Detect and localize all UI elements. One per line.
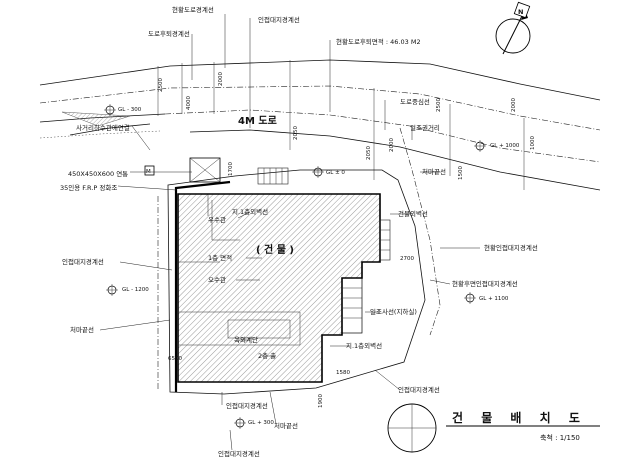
title-block: 건 물 배 치 도 축척 : 1/150 bbox=[387, 403, 600, 453]
building-footprint bbox=[174, 167, 391, 392]
label-interior-b: 2층 출 bbox=[258, 351, 276, 360]
gl-marker-bottom: GL + 300 bbox=[234, 417, 274, 429]
svg-text:2000: 2000 bbox=[511, 98, 517, 112]
svg-text:GL ± 0: GL ± 0 bbox=[326, 170, 345, 176]
label-road-setback-line: 도로후퇴경계선 bbox=[148, 29, 190, 38]
svg-text:2000: 2000 bbox=[218, 72, 224, 86]
label-road-width-dist: 일조권거리 bbox=[410, 123, 440, 132]
label-interior-d: 일조사선(지하실) bbox=[370, 307, 417, 316]
gl-marker-top-left: GL - 300 bbox=[104, 104, 142, 116]
road-dimensions: 2500 4000 2000 2050 2050 2000 2500 1500 … bbox=[158, 72, 536, 180]
annotations: 현황도로경계선 인접대지경계선 도로후퇴경계선 현황도로후퇴면적 : 46.03… bbox=[60, 5, 538, 458]
label-drain-a: 우수관 bbox=[208, 215, 226, 224]
svg-text:1500: 1500 bbox=[458, 166, 464, 180]
drawing-title: 건 물 배 치 도 bbox=[452, 410, 587, 425]
svg-text:2500: 2500 bbox=[436, 98, 442, 112]
label-setback-a: 지.1층외벽선 bbox=[232, 207, 268, 216]
building-dimensions: 1700 2700 6500 1580 1900 bbox=[168, 162, 414, 408]
svg-text:GL + 300: GL + 300 bbox=[248, 420, 274, 426]
label-interior-c: 옥외계단 bbox=[234, 335, 258, 344]
label-setback-area: 현황도로후퇴면적 : 46.03 M2 bbox=[336, 37, 421, 46]
svg-text:1000: 1000 bbox=[530, 136, 536, 150]
label-adj-land-boundary-bottom3: 인접대지경계선 bbox=[218, 449, 260, 458]
svg-text:GL - 1200: GL - 1200 bbox=[122, 287, 149, 293]
svg-text:GL - 300: GL - 300 bbox=[118, 107, 142, 113]
road-area bbox=[39, 59, 601, 191]
label-sewer-connection: 사거리하수관에연결 bbox=[76, 123, 130, 132]
label-eaves-line-top: 처마끝선 bbox=[422, 167, 446, 176]
svg-text:2050: 2050 bbox=[293, 126, 299, 140]
site-outline bbox=[157, 127, 441, 395]
road-dimension-ticks bbox=[157, 60, 525, 190]
svg-text:4000: 4000 bbox=[186, 96, 192, 110]
svg-text:2050: 2050 bbox=[366, 146, 372, 160]
marker-box bbox=[144, 165, 155, 176]
svg-text:2700: 2700 bbox=[400, 256, 414, 262]
gl-marker-center: GL ± 0 bbox=[312, 166, 345, 178]
label-adj-road-boundary: 현황도로경계선 bbox=[172, 5, 214, 14]
svg-text:2000: 2000 bbox=[389, 138, 395, 152]
label-water-meter: 450X450X600 연통 bbox=[68, 170, 128, 178]
north-arrow-icon: N bbox=[495, 1, 531, 55]
svg-text:2500: 2500 bbox=[158, 78, 164, 92]
label-eaves-line-left: 처마끝선 bbox=[70, 325, 94, 334]
road-name: 4M 도로 bbox=[238, 115, 277, 127]
drawing-scale: 축척 : 1/150 bbox=[540, 433, 580, 442]
label-adj-land-boundary-right2: 현황후면인접대지경계선 bbox=[452, 279, 518, 288]
gl-marker-left: GL - 1200 bbox=[106, 284, 149, 296]
label-adj-land-boundary-bottom2: 인접대지경계선 bbox=[226, 401, 268, 410]
label-interior-a: 1층 면적 bbox=[208, 253, 232, 262]
label-eaves-line-bottom: 처마끝선 bbox=[274, 421, 298, 430]
svg-text:1700: 1700 bbox=[228, 162, 234, 176]
label-frp-tank: 35인용 F.R.P 정화조 bbox=[60, 183, 117, 192]
building-label: ( 건 물 ) bbox=[256, 243, 294, 256]
label-adj-land-boundary-bottom: 인접대지경계선 bbox=[398, 385, 440, 394]
svg-text:GL + 1100: GL + 1100 bbox=[479, 296, 509, 302]
label-road-center-line: 도로중심선 bbox=[400, 97, 430, 106]
gl-marker-right: GL + 1100 bbox=[464, 292, 509, 304]
label-drain-b: 오수관 bbox=[208, 275, 226, 284]
label-adj-land-boundary-right1: 현황인접대지경계선 bbox=[484, 243, 538, 252]
svg-text:1580: 1580 bbox=[336, 370, 350, 376]
svg-text:N: N bbox=[518, 8, 523, 16]
svg-text:GL + 1000: GL + 1000 bbox=[490, 143, 520, 149]
label-setback-b: 지.1층외벽선 bbox=[346, 341, 382, 350]
label-building-line: 건물외벽선 bbox=[398, 209, 428, 218]
water-meter-box bbox=[189, 157, 221, 183]
svg-text:6500: 6500 bbox=[168, 356, 182, 362]
label-adj-land-boundary-left: 인접대지경계선 bbox=[62, 257, 104, 266]
svg-text:1900: 1900 bbox=[318, 394, 324, 408]
leader-lines bbox=[99, 14, 480, 451]
label-adj-land-boundary-top: 인접대지경계선 bbox=[258, 15, 300, 24]
setback-area-hatch bbox=[61, 111, 131, 127]
gl-marker-top-right: GL + 1000 bbox=[474, 140, 520, 152]
